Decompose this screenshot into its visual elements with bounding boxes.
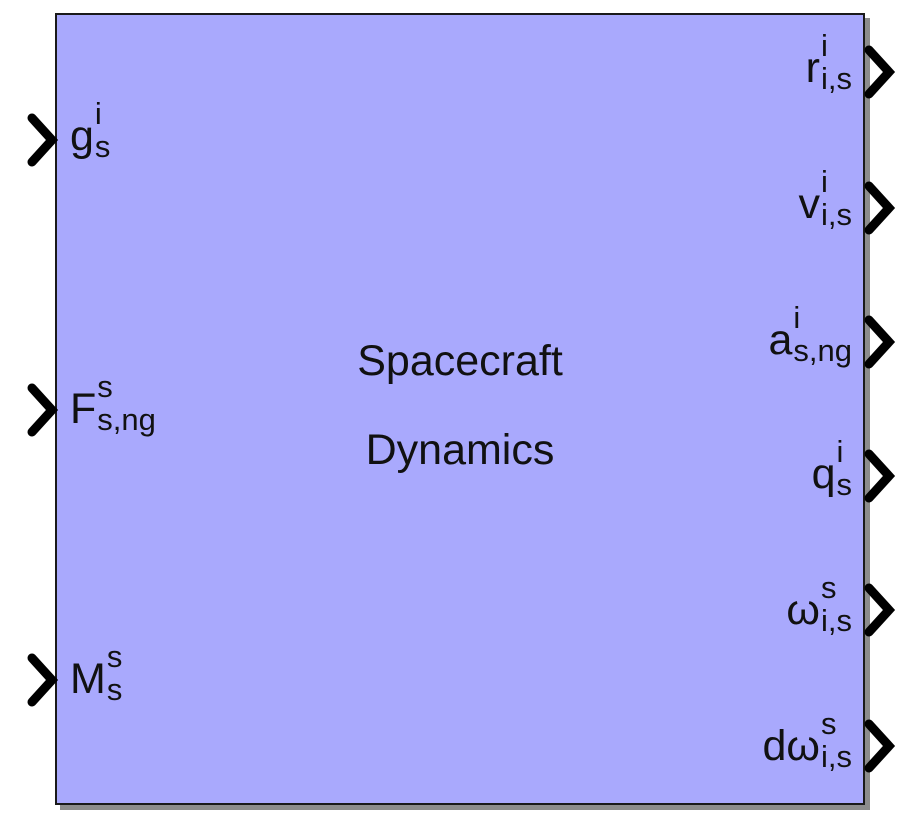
output-port-arrow-2[interactable] [864, 181, 896, 235]
input-port-arrow-2[interactable] [27, 383, 59, 437]
output-port-arrow-3[interactable] [864, 315, 896, 369]
input-port-arrow-1[interactable] [27, 113, 59, 167]
spacecraft-dynamics-block[interactable] [55, 13, 865, 805]
block-title-line-2: Dynamics [365, 426, 555, 474]
output-port-arrow-4[interactable] [864, 449, 896, 503]
output-port-arrow-6[interactable] [864, 719, 896, 773]
input-port-arrow-3[interactable] [27, 653, 59, 707]
output-port-arrow-1[interactable] [864, 45, 896, 99]
output-port-arrow-5[interactable] [864, 583, 896, 637]
block-title-line-1: Spacecraft [357, 337, 563, 385]
